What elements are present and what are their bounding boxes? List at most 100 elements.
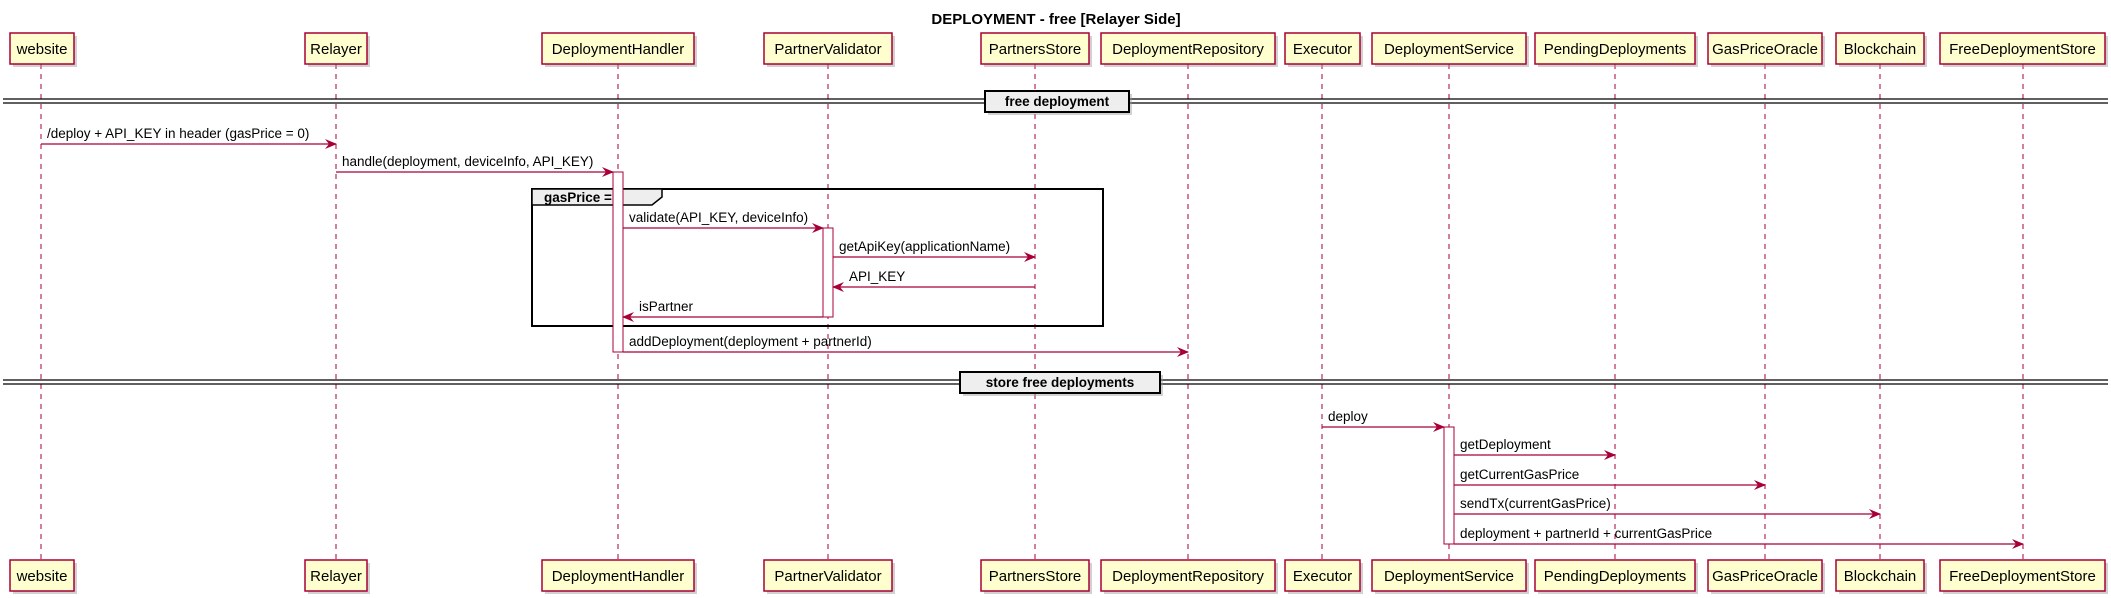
participant-executor-bottom: Executor bbox=[1284, 559, 1363, 594]
message-label: API_KEY bbox=[849, 269, 905, 284]
message-m5: API_KEY bbox=[832, 269, 1035, 292]
participant-blockchain-top: Blockchain bbox=[1835, 32, 1927, 67]
message-label: deployment + partnerId + currentGasPrice bbox=[1460, 526, 1712, 541]
participant-label: GasPriceOracle bbox=[1712, 41, 1818, 58]
participant-label: PartnersStore bbox=[989, 568, 1082, 585]
message-m8: deploy bbox=[1322, 409, 1445, 432]
participant-box bbox=[1100, 559, 1276, 592]
participant-label: Blockchain bbox=[1844, 568, 1917, 585]
participant-label: FreeDeploymentStore bbox=[1949, 568, 2096, 585]
participant-label: website bbox=[16, 41, 68, 58]
message-label: handle(deployment, deviceInfo, API_KEY) bbox=[342, 154, 593, 169]
participant-box bbox=[980, 559, 1090, 592]
participant-label: Executor bbox=[1293, 41, 1352, 58]
message-label: getDeployment bbox=[1460, 437, 1551, 452]
participant-box bbox=[763, 559, 893, 592]
participant-partner-validator-top: PartnerValidator bbox=[763, 32, 895, 67]
participant-deployment-service-bottom: DeploymentService bbox=[1371, 559, 1529, 594]
participant-deployment-handler-bottom: DeploymentHandler bbox=[541, 559, 697, 594]
participant-label: FreeDeploymentStore bbox=[1949, 41, 2096, 58]
divider-store-free-deployments: store free deployments bbox=[3, 371, 2108, 396]
participant-deployment-repository-bottom: DeploymentRepository bbox=[1100, 559, 1278, 594]
participant-box bbox=[1835, 559, 1925, 592]
participant-label: DeploymentHandler bbox=[552, 568, 685, 585]
participant-website-bottom: website bbox=[9, 559, 77, 594]
participant-box bbox=[1835, 32, 1925, 65]
participant-partner-validator-bottom: PartnerValidator bbox=[763, 559, 895, 594]
message-m7: addDeployment(deployment + partnerId) bbox=[623, 334, 1189, 357]
message-m6: isPartner bbox=[622, 299, 823, 322]
participant-box bbox=[9, 559, 75, 592]
participant-partners-store-bottom: PartnersStore bbox=[980, 559, 1092, 594]
participant-label: Blockchain bbox=[1844, 41, 1917, 58]
message-label: getCurrentGasPrice bbox=[1460, 467, 1579, 482]
participant-box bbox=[1707, 32, 1823, 65]
participant-gas-price-oracle-top: GasPriceOracle bbox=[1707, 32, 1825, 67]
participant-box bbox=[1534, 559, 1696, 592]
participant-pending-deployments-bottom: PendingDeployments bbox=[1534, 559, 1698, 594]
message-label: addDeployment(deployment + partnerId) bbox=[629, 334, 872, 349]
participant-blockchain-bottom: Blockchain bbox=[1835, 559, 1927, 594]
message-label: sendTx(currentGasPrice) bbox=[1460, 496, 1611, 511]
participant-label: Executor bbox=[1293, 568, 1352, 585]
divider-box bbox=[984, 90, 1130, 113]
participant-box bbox=[304, 559, 368, 592]
participant-label: website bbox=[16, 568, 68, 585]
participant-label: DeploymentRepository bbox=[1112, 41, 1264, 58]
participant-box bbox=[980, 32, 1090, 65]
participant-box bbox=[541, 32, 695, 65]
message-m12: deployment + partnerId + currentGasPrice bbox=[1454, 526, 2024, 549]
participant-box bbox=[763, 32, 893, 65]
participant-box bbox=[1371, 559, 1527, 592]
participant-gas-price-oracle-bottom: GasPriceOracle bbox=[1707, 559, 1825, 594]
participant-box bbox=[9, 32, 75, 65]
participant-label: DeploymentRepository bbox=[1112, 568, 1264, 585]
activation-deployment-service bbox=[1443, 426, 1455, 545]
participant-box bbox=[1371, 32, 1527, 65]
message-m4: getApiKey(applicationName) bbox=[833, 239, 1036, 262]
divider-box bbox=[959, 371, 1161, 394]
message-m3: validate(API_KEY, deviceInfo) bbox=[623, 210, 824, 233]
participant-label: PartnersStore bbox=[989, 41, 1082, 58]
participant-relayer-bottom: Relayer bbox=[304, 559, 370, 594]
group-frame bbox=[531, 188, 1104, 327]
group-gasprice-zero: gasPrice = 0 bbox=[531, 188, 1104, 327]
participant-label: PartnerValidator bbox=[774, 568, 881, 585]
activation-deployment-handler bbox=[612, 171, 624, 353]
participant-pending-deployments-top: PendingDeployments bbox=[1534, 32, 1698, 67]
participant-label: DeploymentHandler bbox=[552, 41, 685, 58]
participant-relayer-top: Relayer bbox=[304, 32, 370, 67]
participant-box bbox=[1707, 559, 1823, 592]
participant-label: Relayer bbox=[310, 41, 362, 58]
message-label: /deploy + API_KEY in header (gasPrice = … bbox=[47, 126, 309, 141]
participant-deployment-handler-top: DeploymentHandler bbox=[541, 32, 697, 67]
participant-label: PartnerValidator bbox=[774, 41, 881, 58]
participant-executor-top: Executor bbox=[1284, 32, 1363, 67]
message-m2: handle(deployment, deviceInfo, API_KEY) bbox=[336, 154, 614, 177]
participant-box bbox=[1534, 32, 1696, 65]
participant-deployment-service-top: DeploymentService bbox=[1371, 32, 1529, 67]
participant-label: PendingDeployments bbox=[1544, 568, 1687, 585]
message-label: deploy bbox=[1328, 409, 1368, 424]
message-m11: sendTx(currentGasPrice) bbox=[1454, 496, 1881, 519]
message-m9: getDeployment bbox=[1454, 437, 1616, 460]
participant-partners-store-top: PartnersStore bbox=[980, 32, 1092, 67]
participant-box bbox=[1939, 32, 2106, 65]
participant-box bbox=[541, 559, 695, 592]
message-label: isPartner bbox=[639, 299, 694, 314]
participant-box bbox=[1100, 32, 1276, 65]
diagram-title: DEPLOYMENT - free [Relayer Side] bbox=[931, 11, 1180, 28]
divider-label: store free deployments bbox=[986, 375, 1135, 390]
participant-label: DeploymentService bbox=[1384, 568, 1514, 585]
participant-free-deployment-store-top: FreeDeploymentStore bbox=[1939, 32, 2108, 67]
message-m10: getCurrentGasPrice bbox=[1454, 467, 1766, 490]
message-label: validate(API_KEY, deviceInfo) bbox=[629, 210, 808, 225]
participant-box bbox=[1284, 32, 1361, 65]
participant-website-top: website bbox=[9, 32, 77, 67]
participant-free-deployment-store-bottom: FreeDeploymentStore bbox=[1939, 559, 2108, 594]
participant-deployment-repository-top: DeploymentRepository bbox=[1100, 32, 1278, 67]
group-tab bbox=[531, 188, 663, 206]
participant-box bbox=[304, 32, 368, 65]
participant-box bbox=[1284, 559, 1361, 592]
